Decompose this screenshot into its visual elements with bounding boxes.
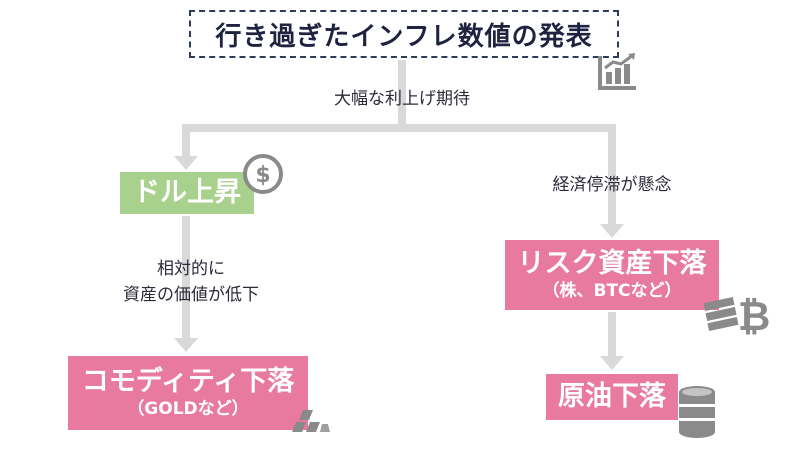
dollar-rise-text: ドル上昇 xyxy=(133,177,241,208)
bitcoin-icon: ₿ xyxy=(703,294,770,336)
relative-value-label: 相対的に 資産の価値が低下 xyxy=(86,256,296,308)
svg-text:$: $ xyxy=(255,163,270,188)
svg-text:₿: ₿ xyxy=(738,294,770,336)
chart-icon xyxy=(598,53,636,90)
gold-bars-icon xyxy=(292,410,330,432)
risk-asset-fall-box: リスク資産下落 （株、BTCなど） xyxy=(505,240,719,310)
dollar-coin-icon: $ xyxy=(243,154,283,194)
title-box: 行き過ぎたインフレ数値の発表 xyxy=(189,10,619,58)
arrowhead xyxy=(174,156,198,170)
relative-value-line1: 相対的に xyxy=(157,259,225,279)
commodity-fall-box: コモディティ下落 （GOLDなど） xyxy=(68,356,308,430)
risk-asset-fall-sub: （株、BTCなど） xyxy=(542,281,682,301)
oil-fall-box: 原油下落 xyxy=(546,374,678,420)
oil-barrel-icon xyxy=(679,386,715,438)
relative-value-line2: 資産の価値が低下 xyxy=(123,285,259,305)
branch-label: 大幅な利上げ期待 xyxy=(334,89,470,109)
risk-asset-fall-text: リスク資産下落 xyxy=(517,248,707,279)
dollar-rise-box: ドル上昇 xyxy=(120,172,254,214)
title-text: 行き過ぎたインフレ数値の発表 xyxy=(215,21,593,52)
commodity-fall-text: コモディティ下落 xyxy=(81,366,295,397)
arrowhead xyxy=(600,356,624,370)
arrowhead xyxy=(600,224,624,238)
arrowhead xyxy=(174,338,198,352)
oil-fall-text: 原油下落 xyxy=(558,381,666,412)
commodity-fall-sub: （GOLDなど） xyxy=(127,399,249,419)
stagnation-label: 経済停滞が懸念 xyxy=(552,175,672,195)
